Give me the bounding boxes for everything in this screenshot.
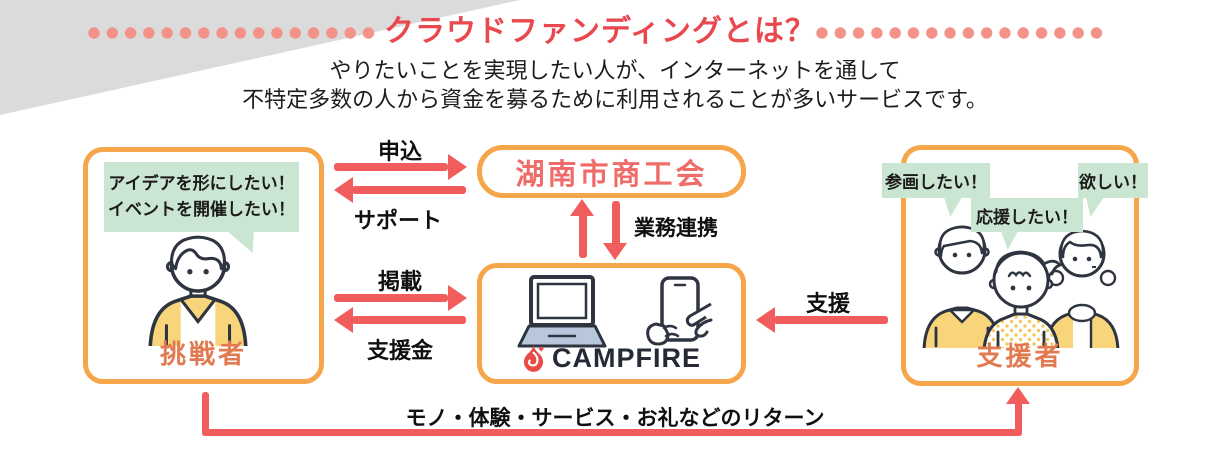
return-path-left-segment <box>202 392 209 436</box>
challenger-bubble-line-1: アイデアを形にしたい！ <box>108 174 295 193</box>
supporter-bubble-want: 欲しい！ <box>1078 163 1148 198</box>
arrow-publish-label: 掲載 <box>378 269 423 294</box>
arrow-support-label: サポート <box>354 208 443 233</box>
arrow-publish-head-icon <box>448 285 467 311</box>
speech-bubble-tail <box>944 197 962 217</box>
supporters-box: 参画したい！ 欲しい！ 応援したい！ <box>882 145 1148 386</box>
arrow-backing-head-icon <box>756 307 775 333</box>
supporters-people-icon <box>922 225 1120 348</box>
challenger-speech-bubble: アイデアを形にしたい！ イベントを開催したい！ <box>104 162 299 232</box>
speech-bubble-tail <box>1086 197 1104 217</box>
challenger-bubble-line-2: イベントを開催したい！ <box>108 200 295 219</box>
supporter-bubble-cheer: 応援したい！ <box>971 198 1083 232</box>
smartphone-hand-icon <box>646 276 713 346</box>
shokokai-box: 湖南市商工会 <box>477 145 746 198</box>
arrow-apply-label: 申込 <box>378 139 423 164</box>
campfire-flame-icon <box>523 345 545 372</box>
arrow-funds <box>352 316 466 324</box>
arrow-backing-label: 支援 <box>806 291 851 316</box>
arrow-apply-head-icon <box>448 154 467 180</box>
arrow-collab-label: 業務連携 <box>634 217 718 240</box>
challenger-box: アイデアを形にしたい！ イベントを開催したい！ 挑戦者 <box>83 147 324 384</box>
return-path-label: モノ・体験・サービス・お礼などのリターン <box>405 407 825 430</box>
challenger-label: 挑戦者 <box>159 339 247 369</box>
laptop-icon <box>517 275 607 348</box>
return-path-bottom-segment <box>202 429 1022 436</box>
arrow-collab-down-head-icon <box>603 243 627 260</box>
shokokai-label: 湖南市商工会 <box>515 158 708 191</box>
dotted-line-left <box>85 27 377 39</box>
return-path-right-segment <box>1015 401 1022 436</box>
supporter-bubble-join: 参画したい！ <box>882 163 990 198</box>
campfire-logo: CAMPFIRE <box>482 343 741 374</box>
supporters-label: 支援者 <box>976 341 1064 371</box>
return-path-head-icon <box>1006 387 1030 404</box>
arrow-apply <box>334 163 448 171</box>
arrow-collab-down <box>612 201 620 246</box>
arrow-backing <box>774 316 888 324</box>
arrow-collab-up <box>579 213 587 258</box>
arrow-support-head-icon <box>334 177 353 203</box>
arrow-support <box>352 186 466 194</box>
campfire-brand-text: CAMPFIRE <box>552 343 701 373</box>
challenger-person-icon <box>148 235 248 346</box>
page-subtitle: やりたいことを実現したい人が、インターネットを通して 不特定多数の人から資金を募… <box>0 56 1230 114</box>
subtitle-line-2: 不特定多数の人から資金を募るために利用されることが多いサービスです。 <box>242 87 988 112</box>
arrow-funds-head-icon <box>334 307 353 333</box>
subtitle-line-1: やりたいことを実現したい人が、インターネットを通して <box>329 58 901 83</box>
page-title: クラウドファンディングとは？ <box>384 15 816 48</box>
dotted-line-right <box>813 27 1105 39</box>
arrow-publish <box>334 294 448 302</box>
arrow-collab-up-head-icon <box>570 199 594 216</box>
arrow-funds-label: 支援金 <box>367 338 434 363</box>
campfire-box: CAMPFIRE <box>477 263 746 384</box>
